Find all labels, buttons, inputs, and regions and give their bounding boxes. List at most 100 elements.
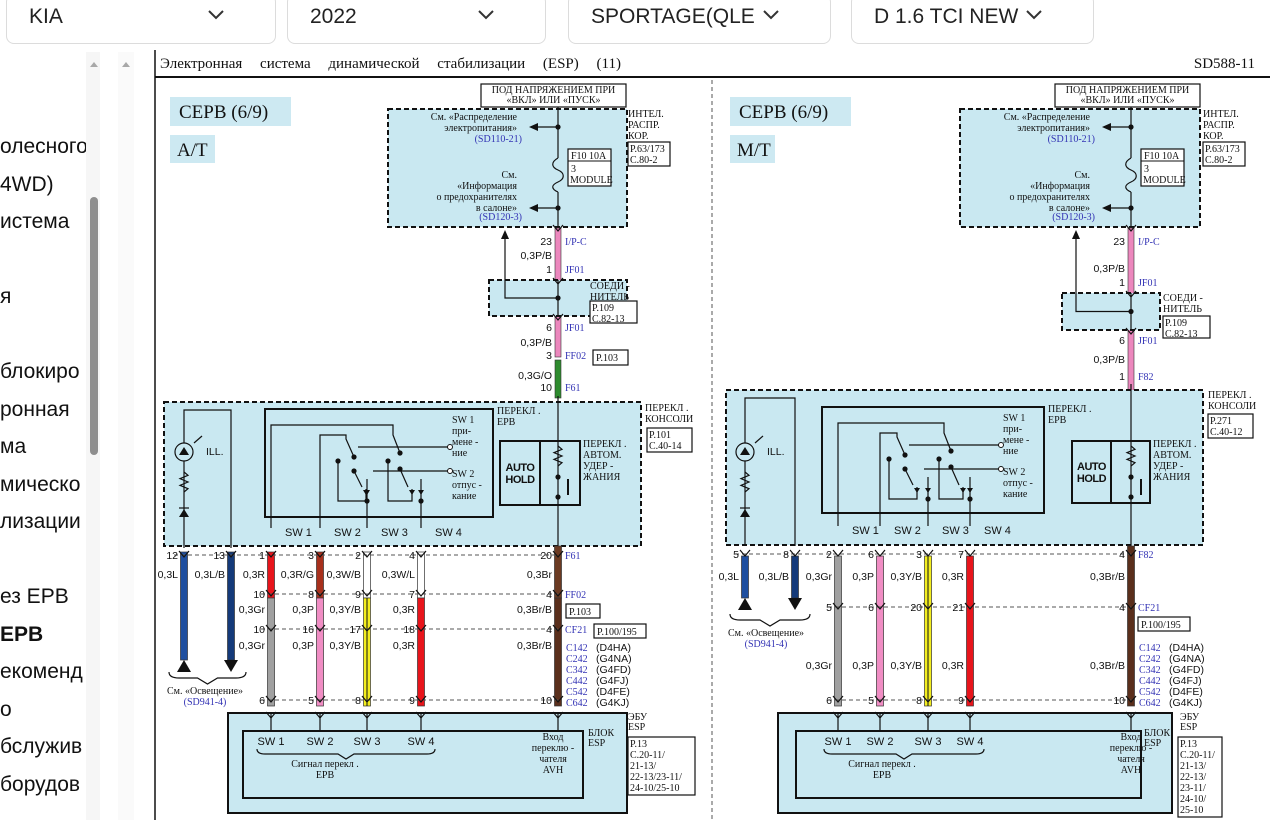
sidebar-item[interactable]: мическо [0, 472, 81, 496]
diode-icon [418, 490, 424, 495]
switch-blade [399, 468, 409, 488]
esp-ref: 22-13/23-11/ [630, 772, 682, 783]
resistor-icon [552, 445, 564, 467]
transmission-label: A/T [177, 140, 208, 161]
pin-number: 6 [826, 695, 832, 707]
switch-output-label: SW 1 [852, 525, 879, 537]
pin-number: 3 [916, 549, 922, 561]
sw1-apply-label: ние [1003, 446, 1019, 457]
avh-input-label: чателя [1117, 754, 1145, 765]
power-condition-text: «ВКЛ» ИЛИ «ПУСК» [1081, 95, 1175, 106]
junction-box-label: РАСПР. [628, 120, 660, 131]
esp-input-label: SW 1 [825, 736, 852, 748]
arrow-left-icon [1102, 204, 1111, 212]
connector-chevron-icon [874, 602, 886, 610]
esp-input-label: SW 3 [354, 736, 381, 748]
connector-id: JF01 [565, 323, 584, 334]
year-select[interactable]: 2022 [287, 0, 546, 44]
joint-connector-label: НИТЕЛЬ [1163, 304, 1202, 315]
junction-box-ref: P.63/173 [1205, 144, 1240, 155]
wire-segment [554, 597, 562, 707]
connector-chevron-icon [314, 550, 326, 558]
fuse-info-ref: «Информация [457, 181, 517, 192]
scroll-up-arrow-icon[interactable] [90, 62, 98, 67]
pin-number: 4 [409, 550, 415, 562]
esp-block-label: ESP [1144, 738, 1162, 749]
sidebar-item[interactable]: о [0, 697, 12, 721]
ecu-code: C242 [1139, 654, 1161, 665]
autohold-switch-box [539, 440, 581, 506]
sidebar-spacer [0, 541, 88, 579]
pin-number: 16 [302, 624, 314, 636]
brace-icon [168, 671, 247, 685]
make-select-value: KIA [29, 5, 63, 28]
esp-ref: P.13 [630, 739, 647, 750]
sidebar-item[interactable]: олесного [0, 135, 88, 158]
wiring-diagram: Электронная система динамической стабили… [154, 50, 1270, 820]
epb-signal-label: EPB [873, 770, 892, 781]
junction-dot [351, 454, 357, 460]
console-switch-box [725, 389, 1204, 546]
engine-code: (D4FE) [1169, 686, 1203, 698]
diode-icon [740, 509, 750, 517]
sidebar-item[interactable]: блокиро [0, 360, 80, 383]
connector-id: F82 [1138, 550, 1154, 561]
connector-id: JF01 [565, 265, 584, 276]
sidebar-item[interactable]: истема [0, 210, 70, 233]
connector-chevron-icon [314, 624, 326, 632]
sidebar-item[interactable]: 4WD) [0, 172, 54, 196]
arrow-left-icon [529, 204, 538, 212]
triangle-down-icon [788, 598, 802, 610]
sidebar-item[interactable]: ронная [0, 397, 70, 421]
make-select[interactable]: KIA [6, 0, 276, 44]
fuse-info-code: (SD120-3) [1052, 212, 1095, 223]
wire-segment [417, 597, 425, 707]
connector-id: I/P-C [1138, 237, 1160, 248]
sidebar-item-active[interactable]: EPB [0, 622, 44, 646]
pin-number: 5 [308, 695, 314, 707]
connector-chevron-icon [415, 589, 427, 597]
wire-spec: 0,3P/B [520, 250, 552, 262]
resistor-icon [178, 471, 190, 493]
avh-input-label: AVH [543, 765, 563, 776]
fuse-gap [1127, 158, 1135, 192]
sidebar-item[interactable]: ез EPB [0, 585, 69, 608]
model-select[interactable]: SPORTAGE(QLE [568, 0, 831, 44]
sw1-circuit [837, 422, 952, 526]
connector-chevron-icon [552, 624, 564, 632]
engine-code: (G4FD) [1169, 664, 1204, 676]
esp-input-label: SW 2 [867, 736, 894, 748]
junction-dot [948, 448, 954, 454]
chevron-down-icon [1026, 10, 1042, 20]
connector-chevron-icon [874, 711, 886, 719]
page-ref: P.103 [569, 607, 591, 618]
pin-number: 21 [952, 602, 964, 614]
content-scrollbar[interactable] [118, 52, 134, 820]
pin-number: 1 [259, 550, 265, 562]
power-distribution-ref: См. «Распределение [431, 112, 518, 123]
sidebar-scrollbar-thumb[interactable] [90, 197, 98, 455]
scroll-up-arrow-icon[interactable] [122, 62, 130, 67]
pin-number: 17 [349, 624, 361, 636]
connector-chevron-icon [361, 695, 373, 703]
connector-chevron-icon [1125, 695, 1137, 703]
connector-id: CF21 [565, 625, 587, 636]
sidebar-item[interactable]: бслужив [0, 735, 83, 758]
sidebar-item[interactable]: екоменд [0, 660, 83, 683]
engine-select[interactable]: D 1.6 TCI NEW [851, 0, 1094, 44]
ecu-code: C542 [566, 687, 588, 698]
joint-connector-ref: P.109 [1165, 318, 1187, 329]
lighting-ref-code: (SD941-4) [184, 697, 227, 708]
diode-icon [409, 490, 415, 495]
pin-number: 6 [868, 549, 874, 561]
epb-signal-label: EPB [316, 770, 335, 781]
connector-id: F61 [565, 383, 581, 394]
sidebar-item[interactable]: я [0, 285, 12, 308]
sidebar-item[interactable]: борудов [0, 772, 81, 796]
sidebar-item[interactable]: ма [0, 435, 27, 458]
sw2-release-label: отпус - [1003, 478, 1033, 489]
junction-dot [555, 474, 561, 480]
arrow-up-icon [1072, 230, 1080, 239]
junction-box-ref: C.80-2 [630, 155, 658, 166]
sidebar-item[interactable]: лизации [0, 510, 81, 533]
